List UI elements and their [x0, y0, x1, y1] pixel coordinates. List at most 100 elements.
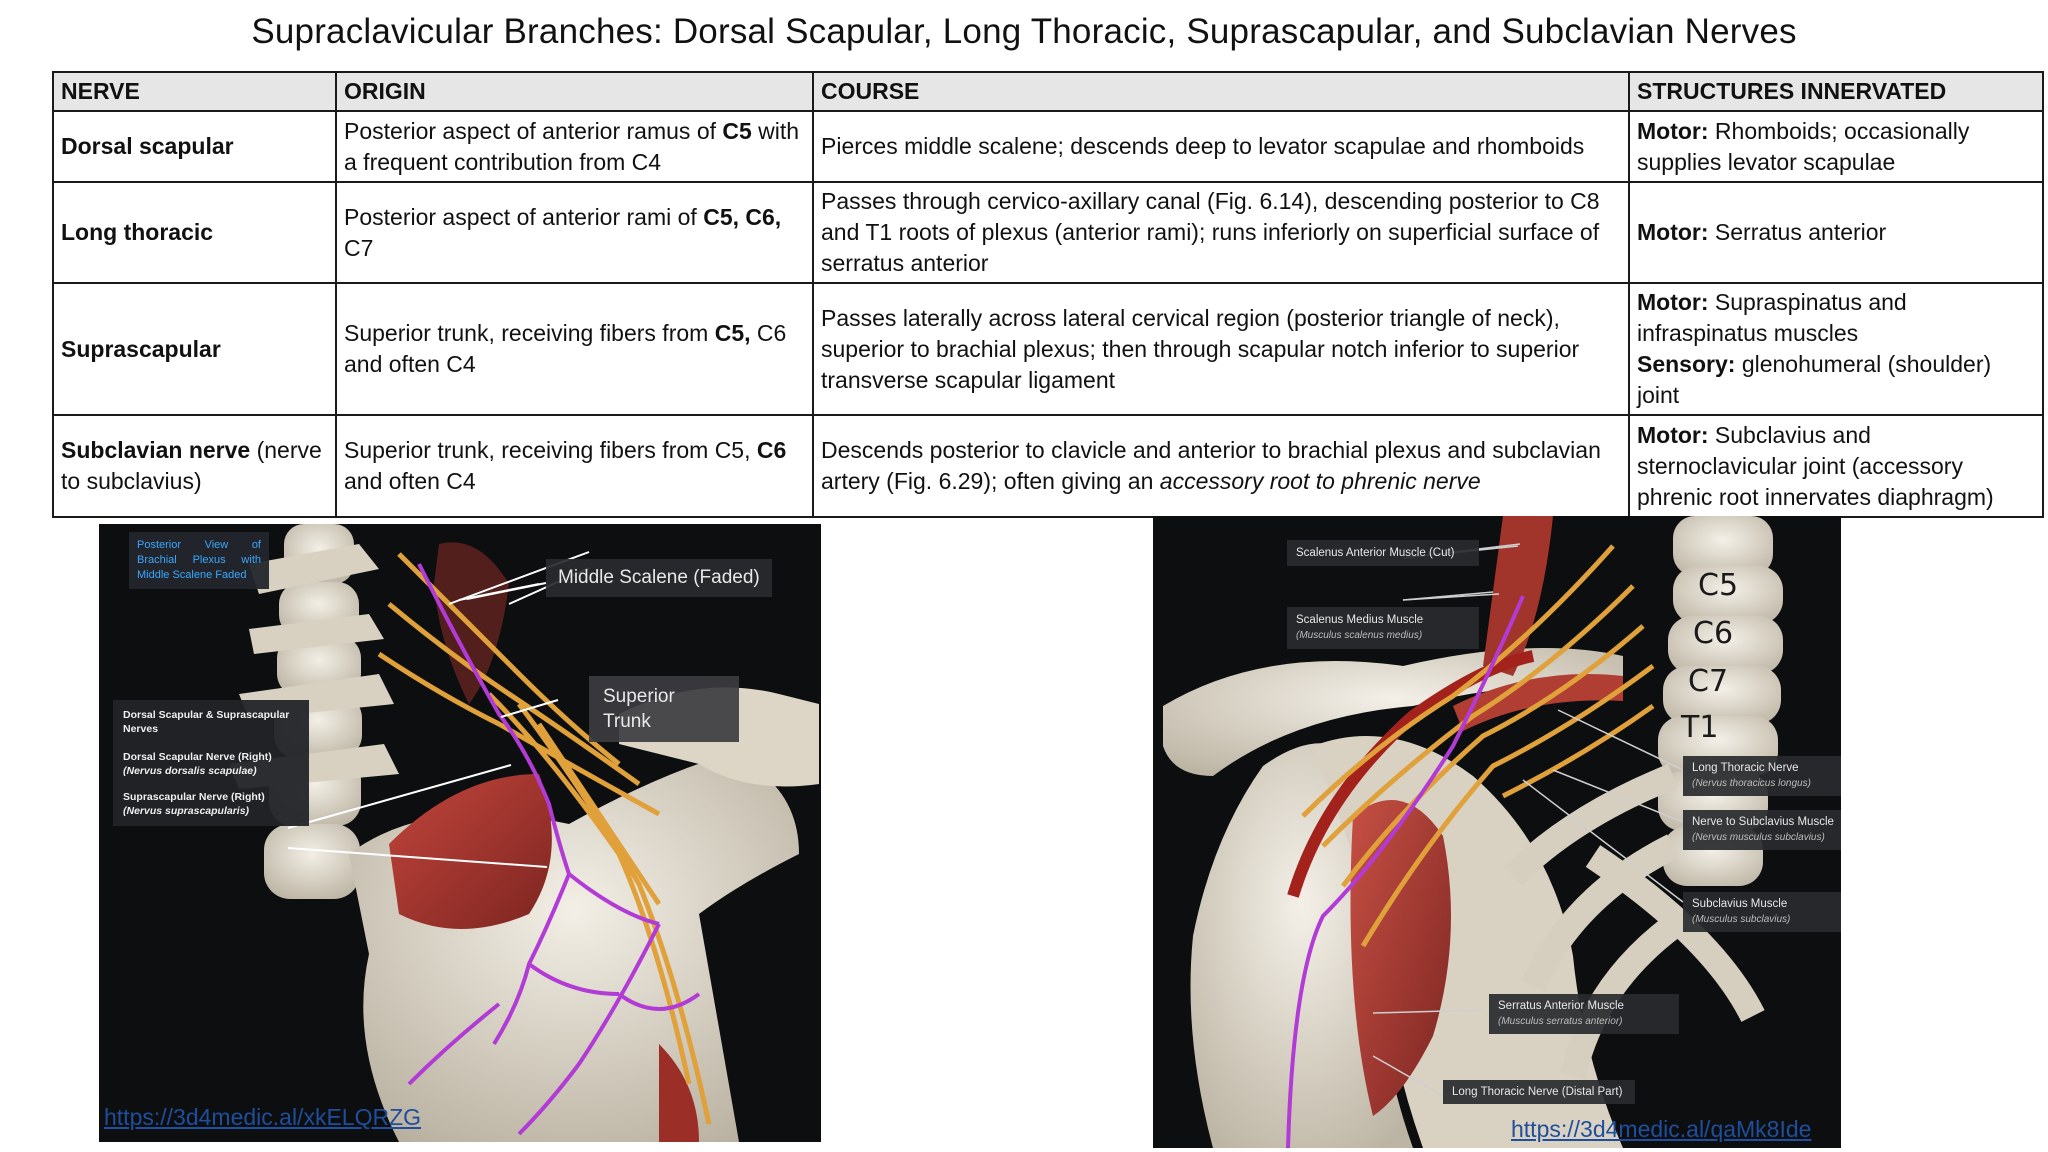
label-middle-scalene: Middle Scalene (Faded)	[546, 559, 772, 597]
nerve-legend: Dorsal Scapular & Suprascapular Nerves D…	[113, 700, 309, 826]
label-scalenus-anterior: Scalenus Anterior Muscle (Cut)	[1287, 540, 1479, 566]
origin-text: Posterior aspect of anterior rami of	[344, 203, 704, 230]
origin-bold: C5, C6,	[703, 203, 782, 230]
anterior-brachial-plexus-image: C5 C6 C7 T1 Scalenus Anterior Muscle (Cu…	[1153, 516, 1841, 1148]
clavicle-shape	[1163, 648, 1623, 776]
rhomboid-muscle-shape	[389, 774, 552, 929]
motor-text: Supraspinatus and infraspinatus muscles	[1637, 289, 1907, 346]
legend-title: Dorsal Scapular & Suprascapular Nerves	[123, 709, 290, 735]
legend-item-suprascapular: Suprascapular Nerve (Right)	[123, 791, 265, 803]
header-structures: STRUCTURES INNERVATED	[1628, 71, 2044, 112]
course-cell: Descends posterior to clavicle and anter…	[812, 414, 1630, 518]
nerve-name: Dorsal scapular	[61, 133, 234, 159]
nerve-cell: Long thoracic	[52, 181, 337, 284]
nerve-name: Suprascapular	[61, 335, 221, 362]
vertebral-column-shape	[229, 524, 399, 899]
structures-cell: Motor: Subclavius and sternoclavicular j…	[1628, 414, 2044, 518]
course-cell: Pierces middle scalene; descends deep to…	[812, 110, 1630, 183]
label-text: Scalenus Anterior Muscle (Cut)	[1296, 547, 1455, 559]
origin-text: Posterior aspect of anterior ramus of	[344, 117, 723, 144]
sensory-label: Sensory:	[1637, 351, 1736, 377]
motor-text: Rhomboids; occasionally supplies levator…	[1637, 117, 1970, 175]
header-course: COURSE	[812, 71, 1630, 112]
nerve-alias: (nerve to subclavius)	[61, 437, 322, 494]
subclavian-artery-shape	[1287, 650, 1535, 898]
label-latin: (Musculus scalenus medius)	[1296, 630, 1423, 641]
label-text: Long Thoracic Nerve	[1692, 762, 1799, 774]
origin-text: and often C4	[344, 468, 476, 494]
serratus-anterior-shape	[1350, 800, 1451, 1116]
label-latin: (Nervus musculus subclavius)	[1692, 832, 1825, 843]
label-text: Middle Scalene (Faded)	[558, 567, 760, 588]
course-text: Descends posterior to clavicle and anter…	[821, 437, 1601, 494]
label-text: Superior Trunk	[603, 686, 675, 732]
vertebra-label-c5: C5	[1698, 568, 1739, 603]
table-row: Dorsal scapular Posterior aspect of ante…	[52, 110, 2044, 183]
label-serratus-anterior: Serratus Anterior Muscle (Musculus serra…	[1489, 994, 1679, 1034]
label-long-thoracic-distal: Long Thoracic Nerve (Distal Part)	[1443, 1080, 1635, 1104]
nerve-table: NERVE ORIGIN COURSE STRUCTURES INNERVATE…	[52, 71, 2044, 518]
origin-bold: C6	[756, 437, 787, 463]
origin-bold: C5	[722, 117, 752, 144]
label-long-thoracic-nerve: Long Thoracic Nerve (Nervus thoracicus l…	[1683, 756, 1841, 796]
right-image-link[interactable]: https://3d4medic.al/qaMk8Ide	[1511, 1116, 1812, 1142]
label-text: Subclavius Muscle	[1692, 898, 1788, 910]
sensory-text: glenohumeral (shoulder) joint	[1637, 351, 1992, 408]
nerve-cell: Suprascapular	[52, 282, 337, 416]
origin-text: C7	[344, 234, 374, 261]
brachial-plexus-shape	[1301, 544, 1655, 948]
legend-item-latin: (Nervus suprascapularis)	[123, 805, 250, 817]
table-header-row: NERVE ORIGIN COURSE STRUCTURES INNERVATE…	[52, 71, 2044, 112]
motor-label: Motor:	[1637, 421, 1709, 448]
origin-cell: Superior trunk, receiving fibers from C5…	[335, 414, 814, 518]
label-scalenus-medius: Scalenus Medius Muscle (Musculus scalenu…	[1287, 607, 1479, 649]
left-image-link[interactable]: https://3d4medic.al/xkELQRZG	[104, 1104, 422, 1130]
legend-item-latin: (Nervus dorsalis scapulae)	[123, 765, 257, 777]
page-title: Supraclavicular Branches: Dorsal Scapula…	[251, 12, 1797, 51]
label-superior-trunk: Superior Trunk	[589, 676, 739, 742]
header-nerve: NERVE	[52, 71, 337, 112]
label-text: Serratus Anterior Muscle	[1498, 1000, 1624, 1012]
course-cell: Passes through cervico-axillary canal (F…	[812, 181, 1630, 284]
label-latin: (Musculus serratus anterior)	[1498, 1016, 1623, 1027]
label-latin: (Nervus thoracicus longus)	[1692, 778, 1811, 789]
structures-cell: Motor: Supraspinatus and infraspinatus m…	[1628, 282, 2044, 416]
label-latin: (Musculus subclavius)	[1692, 914, 1791, 925]
table-row: Long thoracic Posterior aspect of anteri…	[52, 181, 2044, 284]
ribs-shape	[1503, 763, 1765, 1079]
nerve-name: Long thoracic	[61, 219, 214, 245]
origin-text: Superior trunk, receiving fibers from C5…	[344, 437, 757, 463]
dorsal-scapular-nerve-shape	[407, 563, 701, 1136]
origin-text: with a frequent contribution from C4	[344, 117, 800, 175]
table-row: Suprascapular Superior trunk, receiving …	[52, 282, 2044, 416]
origin-bold: C5,	[714, 320, 751, 346]
leader-lines-main	[287, 582, 559, 868]
anatomy-illustration	[1163, 516, 1783, 1148]
origin-cell: Posterior aspect of anterior rami of C5,…	[335, 181, 814, 284]
motor-label: Motor:	[1637, 219, 1709, 245]
origin-text: C6 and often C4	[344, 320, 787, 377]
header-origin: ORIGIN	[335, 71, 814, 112]
scapula-shape	[349, 754, 799, 1142]
long-thoracic-nerve-shape	[1286, 595, 1525, 1148]
vertebra-label-t1: T1	[1681, 710, 1719, 745]
origin-cell: Superior trunk, receiving fibers from C5…	[335, 282, 814, 416]
structures-cell: Motor: Serratus anterior	[1628, 181, 2044, 284]
anatomy-illustration	[229, 524, 819, 1142]
motor-label: Motor:	[1637, 289, 1709, 315]
origin-text: Superior trunk, receiving fibers from	[344, 320, 715, 346]
label-text: Nerve to Subclavius Muscle	[1692, 816, 1834, 828]
motor-text: Subclavius and sternoclavicular joint (a…	[1637, 421, 1994, 510]
structures-cell: Motor: Rhomboids; occasionally supplies …	[1628, 110, 2044, 183]
posterior-brachial-plexus-image: Posterior View of Brachial Plexus with M…	[99, 524, 821, 1142]
origin-cell: Posterior aspect of anterior ramus of C5…	[335, 110, 814, 183]
table-row: Subclavian nerve (nerve to subclavius) S…	[52, 414, 2044, 518]
label-nerve-to-subclavius: Nerve to Subclavius Muscle (Nervus muscu…	[1683, 810, 1841, 850]
course-italic: accessory root to phrenic nerve	[1159, 468, 1481, 494]
label-text: Scalenus Medius Muscle	[1296, 614, 1424, 626]
muscle-shape	[659, 1044, 699, 1142]
motor-label: Motor:	[1637, 117, 1709, 144]
label-subclavius-muscle: Subclavius Muscle (Musculus subclavius)	[1683, 892, 1841, 932]
vertebra-label-c6: C6	[1693, 616, 1734, 651]
nerve-cell: Subclavian nerve (nerve to subclavius)	[52, 414, 337, 518]
